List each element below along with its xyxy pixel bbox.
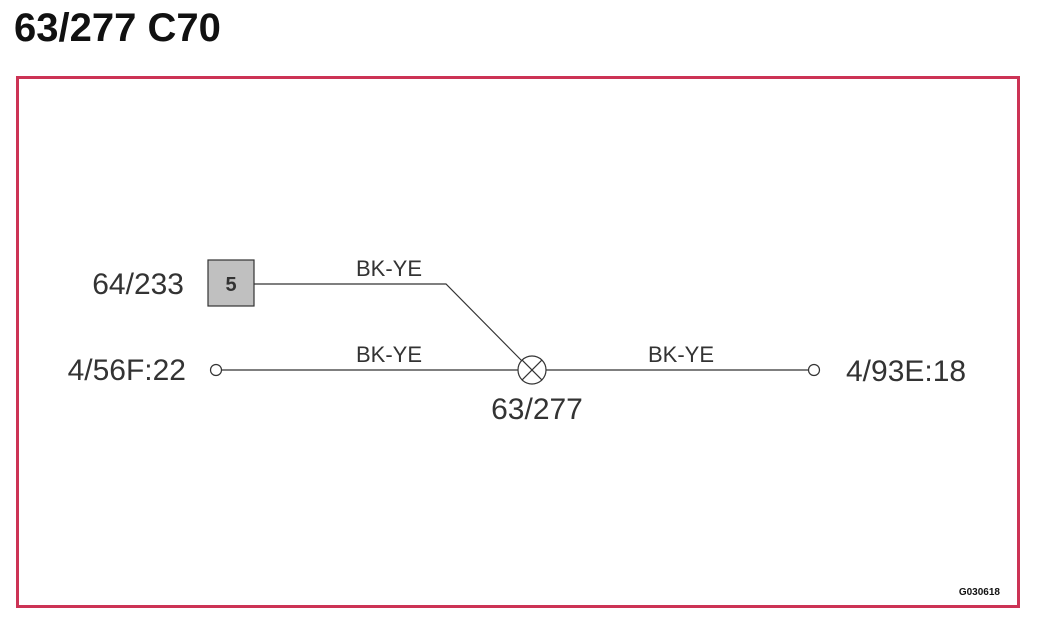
wire-color-label: BK-YE: [648, 342, 714, 367]
connector-pin-label: 5: [225, 274, 236, 296]
figure-code: G030618: [959, 587, 1001, 598]
circle-cross-splice-icon: [517, 355, 547, 385]
right-terminal-icon: [807, 363, 821, 377]
wire-color-label: BK-YE: [356, 342, 422, 367]
wire-color-label: BK-YE: [356, 256, 422, 281]
wire-connector-to-splice: [254, 283, 524, 363]
page-title: 63/277 C70: [14, 6, 221, 50]
right-terminal-label: 4/93E:18: [846, 355, 966, 388]
splice-label: 63/277: [491, 393, 583, 426]
diagram-frame: [16, 76, 1020, 608]
left-terminal-icon: [209, 363, 223, 377]
square-connector-icon: [207, 259, 255, 307]
left-terminal-label: 4/56F:22: [68, 354, 186, 387]
connector-label: 64/233: [92, 268, 184, 301]
